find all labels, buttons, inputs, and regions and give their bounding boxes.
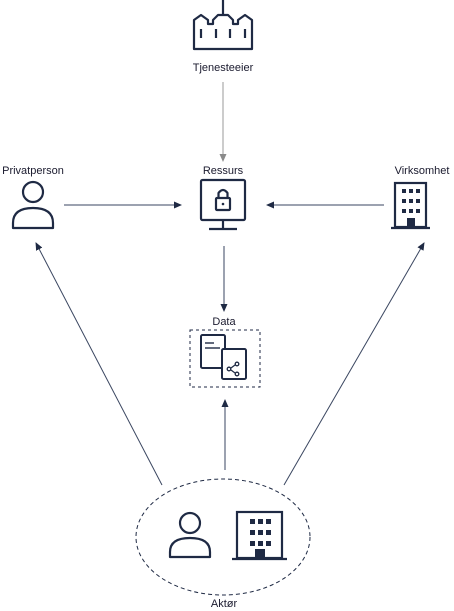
document-share-icon (200, 334, 247, 380)
person-icon (11, 180, 55, 230)
office-building-icon (391, 181, 430, 230)
data-box (189, 329, 261, 388)
edge-actor-person (35, 242, 163, 486)
edge-actor-company (283, 242, 425, 486)
resource-label: Ressurs (203, 165, 244, 177)
building-columns-icon (192, 0, 254, 51)
actor-building-icon (232, 510, 287, 561)
person-label: Privatperson (2, 165, 64, 177)
owner-label: Tjenesteeier (193, 62, 254, 74)
data-label: Data (212, 316, 236, 328)
actor-ellipse (135, 478, 311, 596)
company-label: Virksomhet (395, 165, 450, 177)
actor-person-icon (168, 511, 212, 559)
actor-label: Aktør (211, 598, 238, 610)
monitor-lock-icon (199, 178, 247, 231)
